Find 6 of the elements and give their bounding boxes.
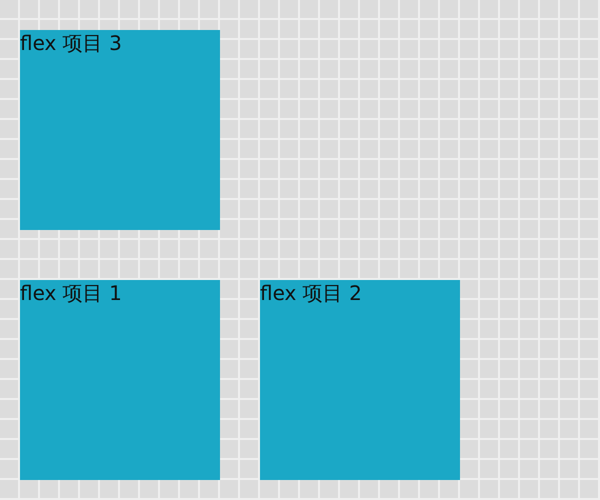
flex-item-box (20, 30, 220, 230)
flex-item-box (20, 280, 220, 480)
item-label: flex 项目 2 (260, 280, 362, 306)
item-label: flex 项目 1 (20, 280, 122, 306)
item-label: flex 项目 3 (20, 30, 122, 56)
flex-item-box (260, 280, 460, 480)
